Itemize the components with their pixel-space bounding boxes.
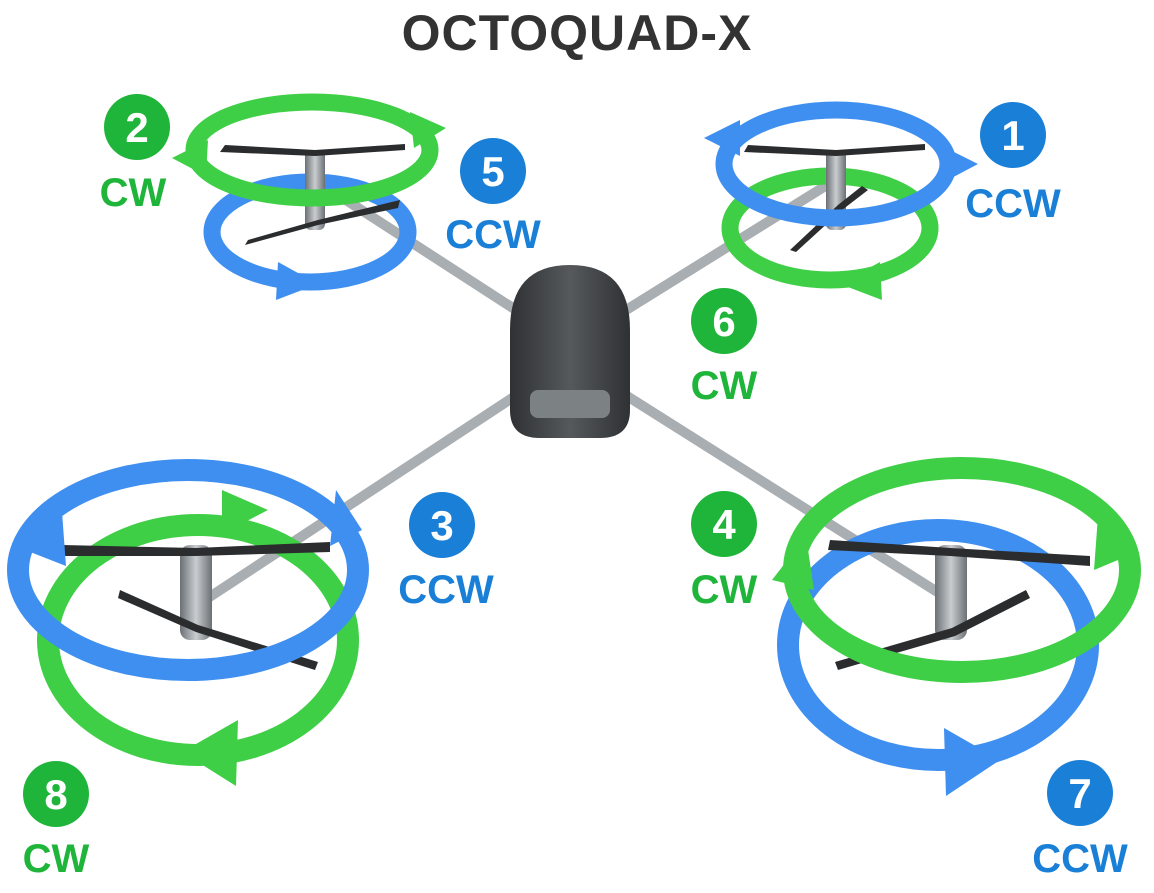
motor-direction: CW [23, 837, 90, 881]
arrowhead-icon [276, 262, 318, 300]
motor-label-2: 2 CW [100, 94, 170, 215]
motor-number: 6 [712, 298, 735, 345]
motor-direction: CCW [445, 213, 541, 257]
motor-number: 2 [125, 104, 148, 151]
motor-label-8: 8 CW [23, 761, 90, 881]
arrowhead-icon [1094, 516, 1130, 570]
motor-direction: CW [691, 364, 758, 408]
motor-label-6: 6 CW [691, 288, 758, 408]
motor-label-3: 3 CCW [398, 492, 494, 612]
arrowhead-icon [330, 490, 362, 546]
propeller-icon [220, 144, 405, 156]
arm-rear-left [200, 355, 575, 605]
motor-number: 5 [481, 148, 504, 195]
propeller-icon [744, 144, 925, 156]
propeller-icon [828, 540, 1090, 566]
arrowhead-icon [840, 262, 882, 300]
motor-unit-rear-left [7, 459, 369, 786]
arrowhead-icon [944, 728, 1000, 796]
arrowhead-icon [172, 140, 208, 176]
motor-direction: CCW [398, 568, 494, 612]
arrowhead-icon [222, 490, 268, 534]
rotation-arrow-ccw [7, 459, 369, 681]
motor-unit-front-left [172, 93, 446, 300]
motor-number: 3 [430, 502, 453, 549]
motor-direction: CCW [1032, 837, 1128, 881]
motor-unit-rear-right [772, 457, 1141, 796]
propeller-icon [60, 542, 330, 556]
arrowhead-icon [410, 112, 446, 148]
diagram-title: OCTOQUAD-X [401, 5, 753, 61]
arrowhead-icon [704, 120, 740, 156]
arrowhead-icon [942, 146, 978, 182]
motor-number: 7 [1068, 770, 1091, 817]
motor-label-7: 7 CCW [1032, 760, 1128, 881]
drone-body [510, 265, 630, 438]
motor-direction: CW [691, 568, 758, 612]
motor-label-1: 1 CCW [965, 102, 1061, 226]
motor-label-4: 4 CW [691, 491, 758, 612]
arrowhead-icon [182, 720, 238, 786]
motor-number: 1 [1001, 112, 1024, 159]
arm-rear-right [565, 355, 955, 605]
motor-direction: CCW [965, 182, 1061, 226]
arrowhead-icon [772, 536, 814, 590]
arrowhead-icon [20, 512, 66, 566]
motor-icon [180, 545, 212, 640]
motor-number: 4 [712, 501, 736, 548]
propeller-icon [245, 200, 400, 245]
motor-direction: CW [100, 171, 167, 215]
motor-unit-front-right [704, 101, 978, 300]
motor-label-5: 5 CCW [445, 138, 541, 257]
motor-number: 8 [44, 771, 67, 818]
motor-icon [935, 545, 967, 640]
